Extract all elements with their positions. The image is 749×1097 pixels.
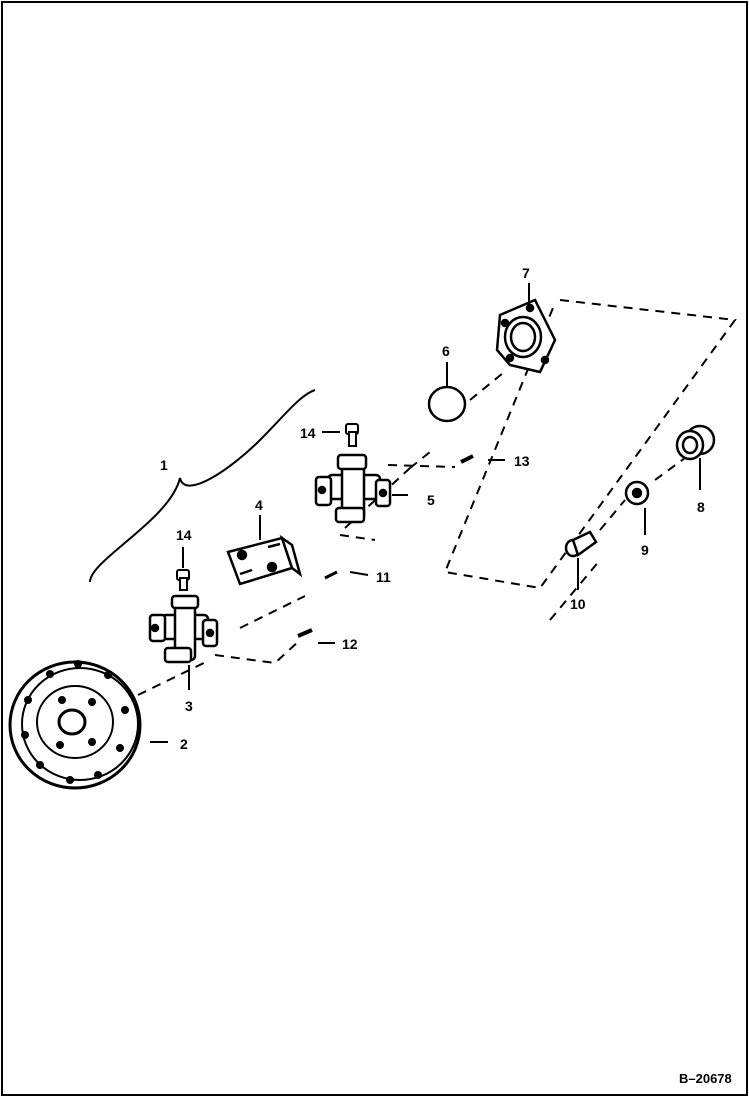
washer xyxy=(624,480,650,506)
pin-13 xyxy=(460,454,474,464)
callout-13: 13 xyxy=(514,453,530,469)
callout-3: 3 xyxy=(185,698,193,714)
seal-ring xyxy=(427,385,467,423)
needle-bearing xyxy=(675,424,716,461)
callout-12: 12 xyxy=(342,636,358,652)
leader-lines xyxy=(150,283,701,743)
assembly-centerline xyxy=(137,299,737,696)
bearing-housing xyxy=(495,298,557,374)
callout-14-upper: 14 xyxy=(300,425,316,441)
flange-plate xyxy=(8,660,142,790)
upper-u-joint xyxy=(314,453,392,524)
lower-grease-fitting xyxy=(176,569,190,591)
callout-14-lower: 14 xyxy=(176,527,192,543)
coupling-yoke xyxy=(226,534,303,586)
callout-9: 9 xyxy=(641,542,649,558)
assembly-bracket xyxy=(89,389,316,583)
callout-7: 7 xyxy=(522,265,530,281)
upper-grease-fitting xyxy=(345,423,359,447)
callout-1: 1 xyxy=(160,457,168,473)
callout-11: 11 xyxy=(376,569,391,585)
callout-6: 6 xyxy=(442,343,450,359)
pin-11 xyxy=(324,570,338,580)
figure-number: B–20678 xyxy=(679,1071,732,1086)
callout-8: 8 xyxy=(697,499,705,515)
callout-2: 2 xyxy=(180,736,188,752)
callout-5: 5 xyxy=(427,492,435,508)
callout-4: 4 xyxy=(255,497,263,513)
lower-u-joint xyxy=(148,594,219,664)
callout-10: 10 xyxy=(570,596,586,612)
bolt xyxy=(564,530,598,558)
pin-12 xyxy=(297,628,313,638)
